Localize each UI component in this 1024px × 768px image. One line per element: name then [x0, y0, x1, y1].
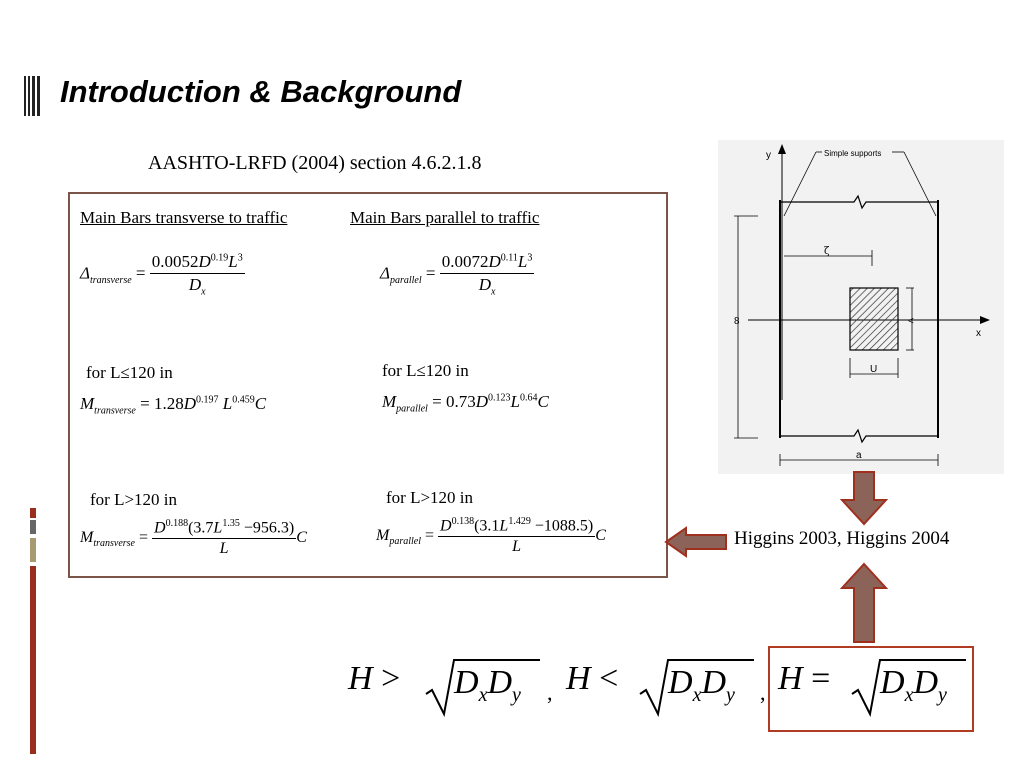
sqrt-sign-1 — [425, 659, 540, 718]
x-axis-label: x — [976, 328, 981, 339]
criterion-h-greater: H > — [348, 660, 401, 697]
a-dimension-label: a — [856, 450, 862, 461]
criterion-h-less: H < — [566, 660, 619, 697]
criterion-h-equal: H = — [778, 660, 831, 697]
sqrt-term-1: DxDy — [454, 664, 521, 706]
condition-gt-parallel: for L>120 in — [386, 488, 474, 507]
separator-1: , — [547, 680, 553, 705]
separator-2: , — [760, 680, 766, 705]
patch-load — [849, 287, 899, 351]
equation-m-parallel-gt: Mparallel = D0.138(3.1L1.429 −1088.5) L … — [376, 516, 606, 556]
equation-delta-parallel: Δparallel = 0.0072D0.11L3 Dx — [380, 252, 535, 298]
u-dimension-label: U — [870, 364, 877, 375]
formula-box — [68, 192, 668, 578]
reference-citation: Higgins 2003, Higgins 2004 — [734, 528, 950, 549]
equation-m-transverse-le: Mtransverse = 1.28D0.197 L0.459C — [80, 394, 267, 417]
slide-subtitle: AASHTO-LRFD (2004) section 4.6.2.1.8 — [148, 152, 482, 174]
sqrt-sign-2 — [639, 659, 754, 718]
condition-le-transverse: for L≤120 in — [86, 363, 173, 382]
sqrt-term-2: DxDy — [668, 664, 735, 706]
equation-m-parallel-le: Mparallel = 0.73D0.123L0.64C — [382, 392, 549, 415]
equation-m-transverse-gt: Mtransverse = D0.188(3.7L1.35 −956.3) L … — [80, 518, 307, 558]
header-transverse: Main Bars transverse to traffic — [80, 208, 288, 227]
zeta-label: ζ — [824, 246, 830, 257]
title-decoration — [24, 76, 40, 116]
y-axis-label: y — [766, 150, 771, 161]
condition-gt-transverse: for L>120 in — [90, 490, 178, 509]
plate-diagram: y x Simple supports ζ 8 < U a — [718, 140, 1004, 474]
left-arrow-icon — [664, 526, 727, 558]
header-parallel: Main Bars parallel to traffic — [350, 208, 540, 227]
v-dimension-label: < — [908, 316, 914, 327]
up-arrow-icon — [840, 562, 888, 643]
down-arrow-icon — [840, 471, 888, 526]
b-dimension-label: 8 — [734, 316, 740, 327]
highlight-box — [768, 646, 974, 732]
condition-le-parallel: for L≤120 in — [382, 361, 469, 380]
supports-label: Simple supports — [824, 149, 881, 158]
sqrt-sign-3 — [851, 659, 966, 718]
slide-title: Introduction & Background — [60, 74, 462, 109]
equation-delta-transverse: Δtransverse = 0.0052D0.19L3 Dx — [80, 252, 245, 298]
sqrt-term-3: DxDy — [880, 664, 947, 706]
